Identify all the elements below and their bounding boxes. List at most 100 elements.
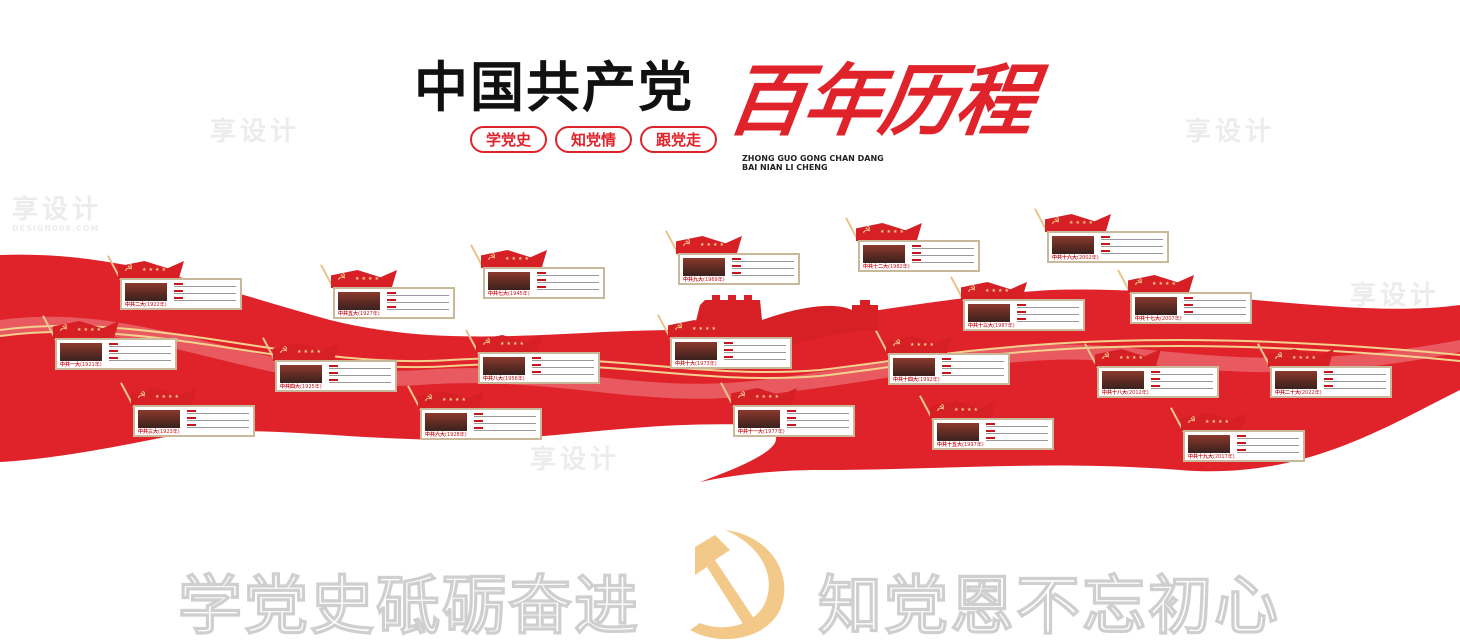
congress-card: 中共六大(1928年) — [420, 408, 542, 440]
hammer-and-sickle-icon: ☭ — [1187, 415, 1196, 426]
hammer-and-sickle-icon: ☭ — [936, 403, 945, 414]
congress-card: 中共二大(1922年) — [120, 278, 242, 310]
card-label: 中共十五大(1997年) — [937, 442, 984, 448]
card-description — [1017, 304, 1079, 325]
congress-card: 中共十大(1973年) — [670, 337, 792, 369]
hammer-and-sickle-icon: ☭ — [137, 390, 146, 401]
card-photo — [1052, 236, 1094, 254]
card-label: 中共八大(1956年) — [483, 376, 525, 382]
card-year: (1923年) — [158, 429, 180, 435]
gold-line-2 — [0, 330, 1460, 380]
watermark-url: DESIGN006.COM — [12, 224, 100, 233]
star-icon: ★★★★ — [442, 397, 468, 403]
card-label: 中共十三大(1987年) — [968, 323, 1015, 329]
card-photo — [425, 413, 467, 431]
congress-card: 中共三大(1923年) — [133, 405, 255, 437]
pinyin-line-1: ZHONG GUO GONG CHAN DANG — [742, 154, 884, 163]
card-year: (1945年) — [508, 291, 530, 297]
star-icon: ★★★★ — [1205, 419, 1231, 425]
hammer-and-sickle-icon: ☭ — [1134, 277, 1143, 288]
card-title: 中共十九大 — [1188, 454, 1214, 460]
hammer-and-sickle-icon: ☭ — [1101, 351, 1110, 362]
card-photo — [138, 410, 180, 428]
card-title: 中共二大 — [125, 302, 146, 308]
card-title: 中共十六大 — [1052, 255, 1078, 261]
card-photo — [488, 272, 530, 290]
watermark-text: 享设计 — [530, 445, 621, 475]
card-title: 中共十八大 — [1102, 390, 1128, 396]
card-description — [1151, 371, 1213, 392]
watermark-text: 享设计 — [1185, 117, 1276, 147]
card-year: (1982年) — [888, 264, 910, 270]
card-photo — [738, 410, 780, 428]
congress-card: 中共二十大(2022年) — [1270, 366, 1392, 398]
card-photo — [1102, 371, 1144, 389]
card-label: 中共三大(1923年) — [138, 429, 180, 435]
congress-card: 中共十七大(2007年) — [1130, 292, 1252, 324]
card-description — [537, 272, 599, 293]
star-icon: ★★★★ — [910, 342, 936, 348]
card-description — [174, 283, 236, 304]
card-year: (1927年) — [358, 311, 380, 317]
card-year: (2007年) — [1160, 316, 1182, 322]
card-description — [724, 342, 786, 363]
card-title: 中共七大 — [488, 291, 509, 297]
card-description — [986, 423, 1048, 444]
hammer-and-sickle-icon: ☭ — [967, 284, 976, 295]
card-photo — [893, 358, 935, 376]
card-title: 中共十七大 — [1135, 316, 1161, 322]
card-label: 中共十六大(2002年) — [1052, 255, 1099, 261]
hammer-and-sickle-icon: ☭ — [862, 225, 871, 236]
card-year: (1973年) — [695, 361, 717, 367]
card-label: 中共九大(1969年) — [683, 277, 725, 283]
card-photo — [60, 343, 102, 361]
card-description — [1184, 297, 1246, 318]
card-title: 中共五大 — [338, 311, 359, 317]
card-description — [109, 343, 171, 364]
star-icon: ★★★★ — [500, 341, 526, 347]
star-icon: ★★★★ — [297, 349, 323, 355]
card-label: 中共十八大(2012年) — [1102, 390, 1149, 396]
congress-card: 中共五大(1927年) — [333, 287, 455, 319]
slogan-right: 知党恩不忘初心 — [817, 570, 1280, 644]
hammer-and-sickle-icon: ☭ — [482, 337, 491, 348]
congress-card: 中共十三大(1987年) — [963, 299, 1085, 331]
congress-card: 中共十四大(1992年) — [888, 353, 1010, 385]
card-title: 中共六大 — [425, 432, 446, 438]
card-title: 中共十二大 — [863, 264, 889, 270]
hammer-and-sickle-icon: ☭ — [59, 323, 68, 334]
card-label: 中共二十大(2022年) — [1275, 390, 1322, 396]
card-title: 中共二十大 — [1275, 390, 1301, 396]
congress-card: 中共十一大(1977年) — [733, 405, 855, 437]
hammer-and-sickle-icon: ☭ — [1051, 216, 1060, 227]
card-description — [474, 413, 536, 434]
card-year: (1956年) — [503, 376, 525, 382]
watermark-text: 享设计 — [1350, 281, 1441, 311]
congress-card: 中共十二大(1982年) — [858, 240, 980, 272]
star-icon: ★★★★ — [142, 267, 168, 273]
hammer-and-sickle-icon: ☭ — [424, 393, 433, 404]
title-main: 中国共产党 — [414, 56, 694, 119]
card-description — [912, 245, 974, 266]
card-title: 中共四大 — [280, 384, 301, 390]
card-title: 中共十五大 — [937, 442, 963, 448]
card-label: 中共二大(1922年) — [125, 302, 167, 308]
great-wall — [690, 295, 878, 350]
hammer-and-sickle-icon: ☭ — [124, 263, 133, 274]
card-label: 中共六大(1928年) — [425, 432, 467, 438]
hammer-and-sickle-icon: ☭ — [337, 272, 346, 283]
star-icon: ★★★★ — [700, 242, 726, 248]
star-icon: ★★★★ — [155, 394, 181, 400]
card-label: 中共一大(1921年) — [60, 362, 102, 368]
card-photo — [968, 304, 1010, 322]
star-icon: ★★★★ — [1069, 220, 1095, 226]
card-label: 中共十四大(1992年) — [893, 377, 940, 383]
watermark-text: 享设计 — [12, 195, 103, 225]
card-year: (1922年) — [145, 302, 167, 308]
title-pills: 学党史 知党情 跟党走 — [470, 126, 718, 153]
congress-card: 中共四大(1925年) — [275, 360, 397, 392]
card-description — [1237, 435, 1299, 456]
card-photo — [280, 365, 322, 383]
card-year: (2017年) — [1213, 454, 1235, 460]
